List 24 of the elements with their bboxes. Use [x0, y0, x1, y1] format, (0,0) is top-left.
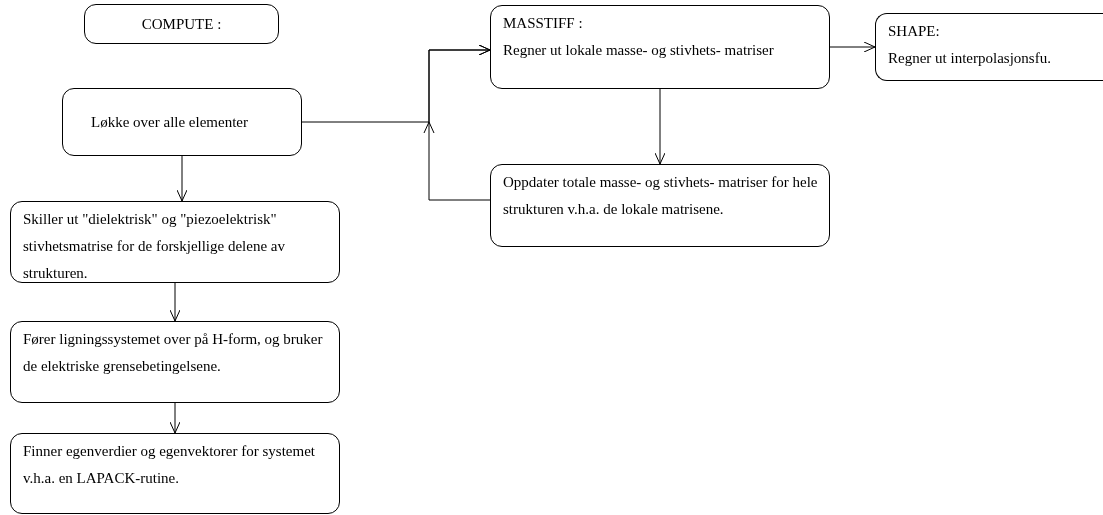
box-text: Skiller ut "dielektrisk" og "piezoelektrisk" stivhetsmatrise for de forskjellige delene av strukturen.	[23, 210, 286, 283]
box-text: Regner ut lokale masse- og stivhets- matriser	[503, 41, 775, 60]
arrow	[829, 41, 876, 53]
arrow	[169, 282, 181, 322]
process-box	[84, 4, 279, 44]
box-text: Regner ut interpolasjonsfu.	[888, 49, 1052, 68]
process-box	[10, 433, 340, 514]
box-text: Løkke over alle elementer	[91, 112, 249, 132]
box-heading: SHAPE:	[888, 22, 941, 41]
process-box	[490, 164, 830, 247]
box-heading: MASSTIFF :	[503, 14, 584, 33]
process-box	[10, 321, 340, 403]
process-box	[62, 88, 302, 156]
process-box	[10, 201, 340, 283]
box-text: COMPUTE :	[141, 14, 222, 34]
process-box	[875, 13, 1103, 81]
box-text: Oppdater totale masse- og stivhets- matriser for hele strukturen v.h.a. de lokale matrisene.	[503, 173, 819, 219]
box-text: Fører ligningssystemet over på H-form, og bruker de elektriske grensebetingelsene.	[23, 330, 324, 376]
arrow	[423, 44, 491, 201]
process-box	[490, 5, 830, 89]
arrow	[169, 402, 181, 434]
arrow	[176, 155, 188, 202]
box-text: Finner egenverdier og egenvektorer for systemet v.h.a. en LAPACK-rutine.	[23, 442, 316, 488]
arrow	[654, 88, 666, 165]
